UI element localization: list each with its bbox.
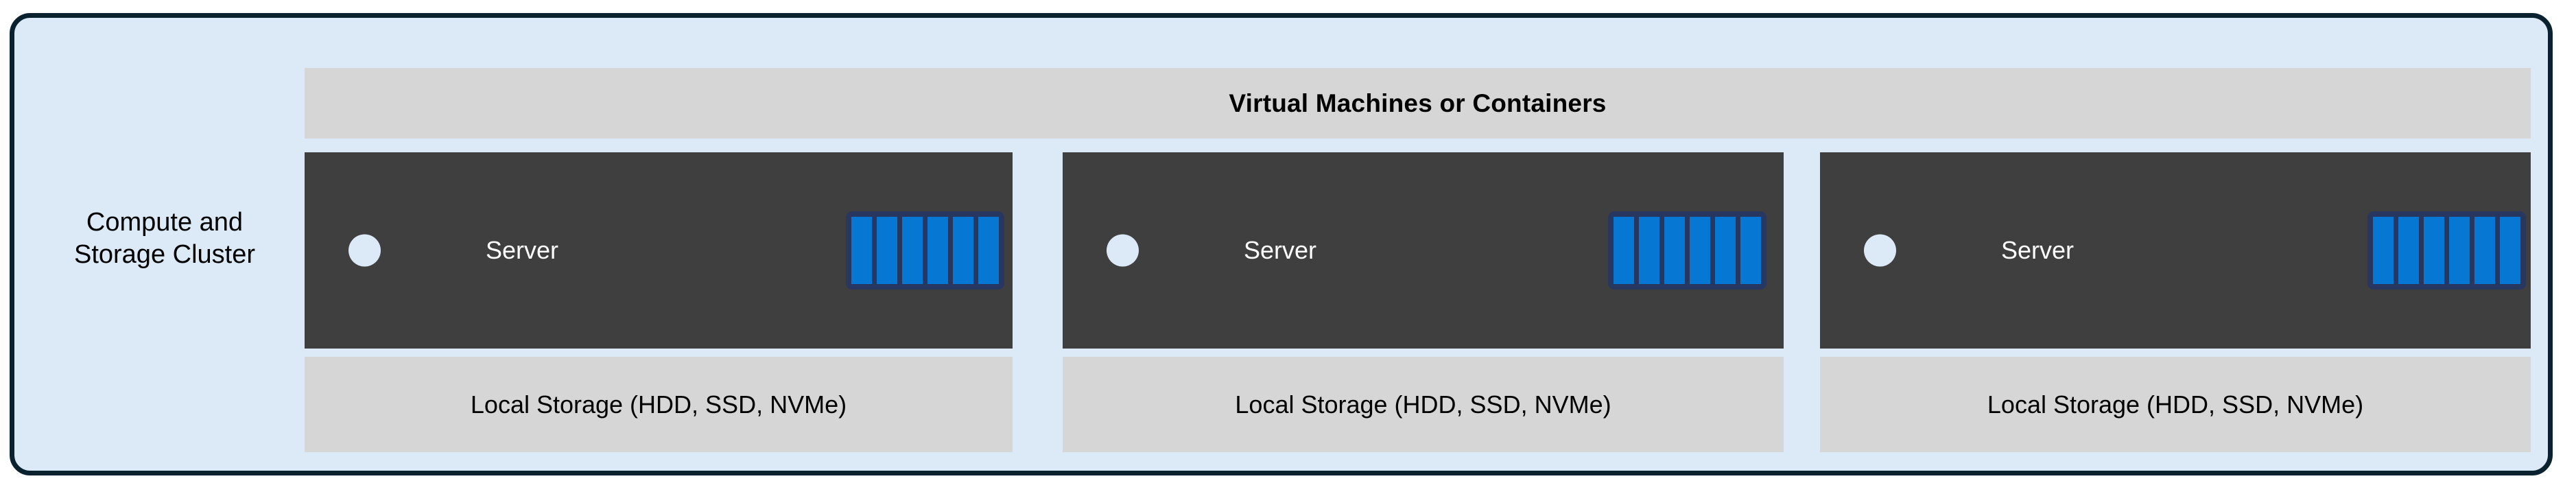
drive-icon: [1690, 217, 1710, 284]
drive-icon: [1614, 217, 1634, 284]
cluster-label: Compute and Storage Cluster: [73, 208, 255, 269]
drive-bay-1: [846, 211, 1004, 290]
local-storage-label-3: Local Storage (HDD, SSD, NVMe): [1987, 390, 2364, 419]
compute-storage-cluster-container: Compute and Storage Cluster Virtual Mach…: [10, 13, 2553, 475]
drive-icon: [1639, 217, 1659, 284]
server-chassis-2: Server: [1063, 152, 1784, 349]
drive-icon: [2474, 217, 2495, 284]
drive-icon: [2373, 217, 2394, 284]
cluster-node-1: Server Local Storage (HDD, SSD, NVMe): [305, 152, 1013, 452]
server-label-1: Server: [485, 236, 559, 264]
virtual-machines-banner: Virtual Machines or Containers: [305, 68, 2531, 139]
local-storage-bar-3: Local Storage (HDD, SSD, NVMe): [1820, 357, 2531, 452]
status-led-icon: [1864, 234, 1896, 267]
server-label-3: Server: [2000, 236, 2075, 264]
cluster-node-2: Server Local Storage (HDD, SSD, NVMe): [1063, 152, 1784, 452]
status-led-icon: [348, 234, 381, 267]
drive-icon: [1664, 217, 1685, 284]
status-led-icon: [1107, 234, 1139, 267]
virtual-machines-banner-title: Virtual Machines or Containers: [1229, 89, 1607, 117]
local-storage-label-1: Local Storage (HDD, SSD, NVMe): [470, 390, 847, 419]
drive-icon: [2500, 217, 2520, 284]
drive-bay-2: [1608, 211, 1766, 290]
drive-icon: [2449, 217, 2470, 284]
drive-bay-3: [2367, 211, 2526, 290]
local-storage-bar-2: Local Storage (HDD, SSD, NVMe): [1063, 357, 1784, 452]
drive-icon: [851, 217, 872, 284]
drive-icon: [1715, 217, 1736, 284]
drive-icon: [953, 217, 973, 284]
drive-icon: [927, 217, 948, 284]
drive-icon: [978, 217, 999, 284]
local-storage-label-2: Local Storage (HDD, SSD, NVMe): [1235, 390, 1611, 419]
server-label-2: Server: [1243, 236, 1317, 264]
drive-icon: [2424, 217, 2444, 284]
local-storage-bar-1: Local Storage (HDD, SSD, NVMe): [305, 357, 1013, 452]
server-chassis-1: Server: [305, 152, 1013, 349]
drive-icon: [877, 217, 897, 284]
drive-icon: [1740, 217, 1761, 284]
server-chassis-3: Server: [1820, 152, 2531, 349]
drive-icon: [2398, 217, 2419, 284]
cluster-node-3: Server Local Storage (HDD, SSD, NVMe): [1820, 152, 2531, 452]
drive-icon: [902, 217, 923, 284]
